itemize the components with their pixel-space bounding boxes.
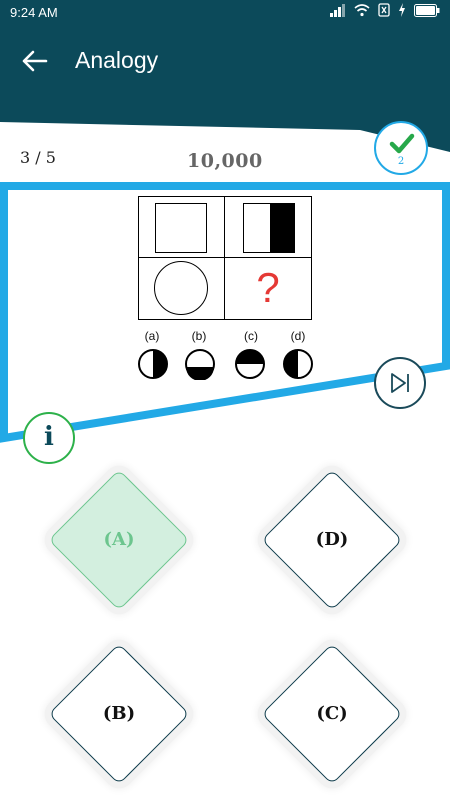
option-d-left-half-filled-circle-icon [283, 349, 313, 379]
correct-answers-badge[interactable]: 2 [374, 121, 428, 175]
puzzle-grid: ? [138, 196, 312, 320]
checkmark-icon [389, 133, 415, 154]
arrow-left-icon [22, 50, 48, 72]
page-title: Analogy [75, 47, 159, 73]
option-a-right-half-filled-circle-icon [138, 349, 168, 379]
correct-count: 2 [397, 156, 405, 167]
answer-c-button[interactable]: (C) [247, 629, 417, 799]
puzzle-cell-top-right [225, 197, 311, 258]
answer-b-button[interactable]: (B) [34, 629, 204, 799]
battery-icon [414, 3, 440, 17]
signal-icon [330, 4, 345, 17]
puzzle-cell-top-left [139, 197, 225, 258]
header-background [0, 0, 450, 152]
option-label-d: (d) [290, 329, 306, 343]
answer-a-label: (A) [103, 529, 135, 550]
score-value: 10,000 [187, 150, 263, 172]
half-filled-rectangle-shape [243, 203, 295, 253]
status-bar: 9:24 AM [0, 0, 450, 24]
question-progress: 3 / 5 [20, 148, 56, 167]
charging-icon [399, 3, 405, 17]
back-button[interactable] [18, 44, 52, 78]
circle-shape [154, 261, 208, 315]
square-shape [155, 203, 207, 253]
skip-button[interactable] [374, 357, 426, 409]
info-button[interactable]: i [23, 412, 75, 464]
option-label-a: (a) [144, 329, 160, 343]
info-icon: i [44, 422, 54, 452]
puzzle-cell-bottom-right: ? [225, 258, 311, 319]
question-mark: ? [256, 264, 280, 311]
wifi-icon [354, 4, 370, 17]
skip-next-icon [391, 373, 409, 393]
answer-d-button[interactable]: (D) [247, 455, 417, 625]
option-label-c: (c) [244, 329, 258, 343]
question-card [0, 182, 450, 443]
option-label-b: (b) [191, 329, 207, 343]
option-b-bottom-half-filled-circle-icon [185, 349, 215, 380]
status-icons [330, 3, 440, 17]
sim-icon [378, 3, 390, 17]
answer-a-button[interactable]: (A) [34, 455, 204, 625]
answer-d-label: (D) [315, 529, 349, 550]
answer-b-label: (B) [102, 703, 136, 724]
status-time: 9:24 AM [10, 5, 58, 20]
option-c-top-half-filled-circle-icon [235, 349, 265, 379]
answer-c-label: (C) [316, 703, 348, 724]
puzzle-cell-bottom-left [139, 258, 225, 319]
